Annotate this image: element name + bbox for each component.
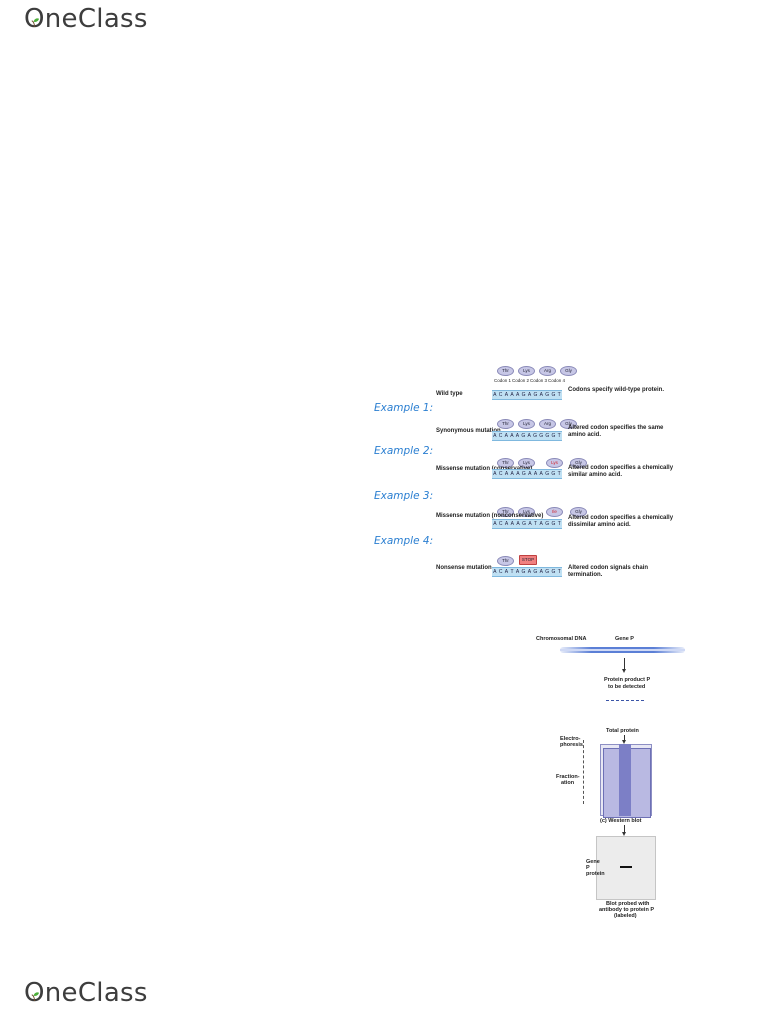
amino-acid: Gly (560, 419, 577, 429)
stop-codon-marker: STOP (519, 555, 537, 565)
example-heading: Example 4: (374, 535, 434, 547)
amino-acid: Lys (518, 507, 535, 517)
header-logo[interactable]: OneClass (24, 6, 148, 32)
row-label: Missense mutation (nonconservative) (436, 513, 544, 519)
down-arrow-icon (622, 735, 626, 744)
gene-label: Gene P (615, 636, 634, 642)
amino-acid-altered: Lys (546, 458, 563, 468)
down-arrow-icon (622, 658, 626, 673)
amino-acid: Lys (518, 366, 535, 376)
amino-acid: Thr (497, 419, 514, 429)
gel-lane (619, 744, 631, 816)
amino-acid: Thr (497, 458, 514, 468)
codon-label: Codon 2 (512, 378, 530, 383)
mutation-types-figure: Codon 1 Codon 2 Codon 3 Codon 4 Thr Lys … (374, 362, 674, 592)
row-description: Codons specify wild-type protein. (568, 387, 665, 393)
amino-acid-altered: Ile (546, 507, 563, 517)
amino-acid: Thr (497, 507, 514, 517)
row-description: Altered codon specifies a chemically dis… (568, 515, 674, 528)
amino-acid: Lys (518, 458, 535, 468)
apple-leaf-icon (31, 18, 39, 27)
dna-highlight (560, 649, 685, 651)
electrophoresis-label-2: phoresis (560, 742, 583, 748)
separation-dashed-line (583, 740, 584, 804)
logo-text: OneClass (24, 4, 148, 34)
row-label: Missense mutation (conservative) (436, 466, 533, 472)
electrophoresis-label: Electro- (560, 736, 581, 742)
codon-label: Codon 1 (494, 378, 512, 383)
amino-acid: Gly (570, 507, 587, 517)
probe-label-3: (labeled) (614, 913, 637, 919)
codon-label: Codon 4 (548, 378, 566, 383)
example-heading: Example 2: (374, 445, 434, 457)
logo-text: OneClass (24, 978, 148, 1008)
total-protein-label: Total protein (606, 728, 639, 734)
western-blot-label: (c) Western blot (600, 818, 642, 824)
codon-label: Codon 3 (530, 378, 548, 383)
row-description: Altered codon specifies a chemically sim… (568, 465, 674, 478)
amino-acid: Thr (497, 556, 514, 566)
fractionation-label: Fraction- (556, 774, 580, 780)
footer-logo[interactable]: OneClass (24, 980, 148, 1006)
amino-acid: Arg (539, 366, 556, 376)
apple-leaf-icon (31, 992, 39, 1001)
chromosomal-dna-label: Chromosomal DNA (536, 636, 587, 642)
protein-band (620, 866, 632, 868)
amino-acid: Gly (570, 458, 587, 468)
row-description: Altered codon signals chain termination. (568, 565, 649, 578)
gene-p-protein-label-2: P (586, 865, 590, 871)
amino-acid: Lys (518, 419, 535, 429)
row-label: Wild type (436, 391, 463, 397)
western-blot-figure: Chromosomal DNA Gene P Protein product P… (520, 630, 700, 930)
blot-membrane (596, 836, 656, 900)
gene-p-protein-label: Gene (586, 859, 600, 865)
row-description: Altered codon specifies the same amino a… (568, 425, 664, 438)
amino-acid: Thr (497, 366, 514, 376)
gene-p-protein-label-3: protein (586, 871, 605, 877)
probe-label: Blot probed with (606, 901, 650, 907)
row-label: Synonymous mutation (436, 428, 501, 434)
down-arrow-icon (622, 825, 626, 836)
example-heading: Example 3: (374, 490, 434, 502)
example-heading: Example 1: (374, 402, 434, 414)
protein-product-label-2: to be detected (608, 684, 646, 690)
probe-label-2: antibody to protein P (599, 907, 654, 913)
protein-product-dashes (606, 700, 644, 701)
row-label: Nonsense mutation (436, 565, 492, 571)
amino-acid: Arg (539, 419, 556, 429)
fractionation-label-2: ation (561, 780, 575, 786)
protein-product-label: Protein product P (604, 677, 651, 683)
amino-acid: Gly (560, 366, 577, 376)
